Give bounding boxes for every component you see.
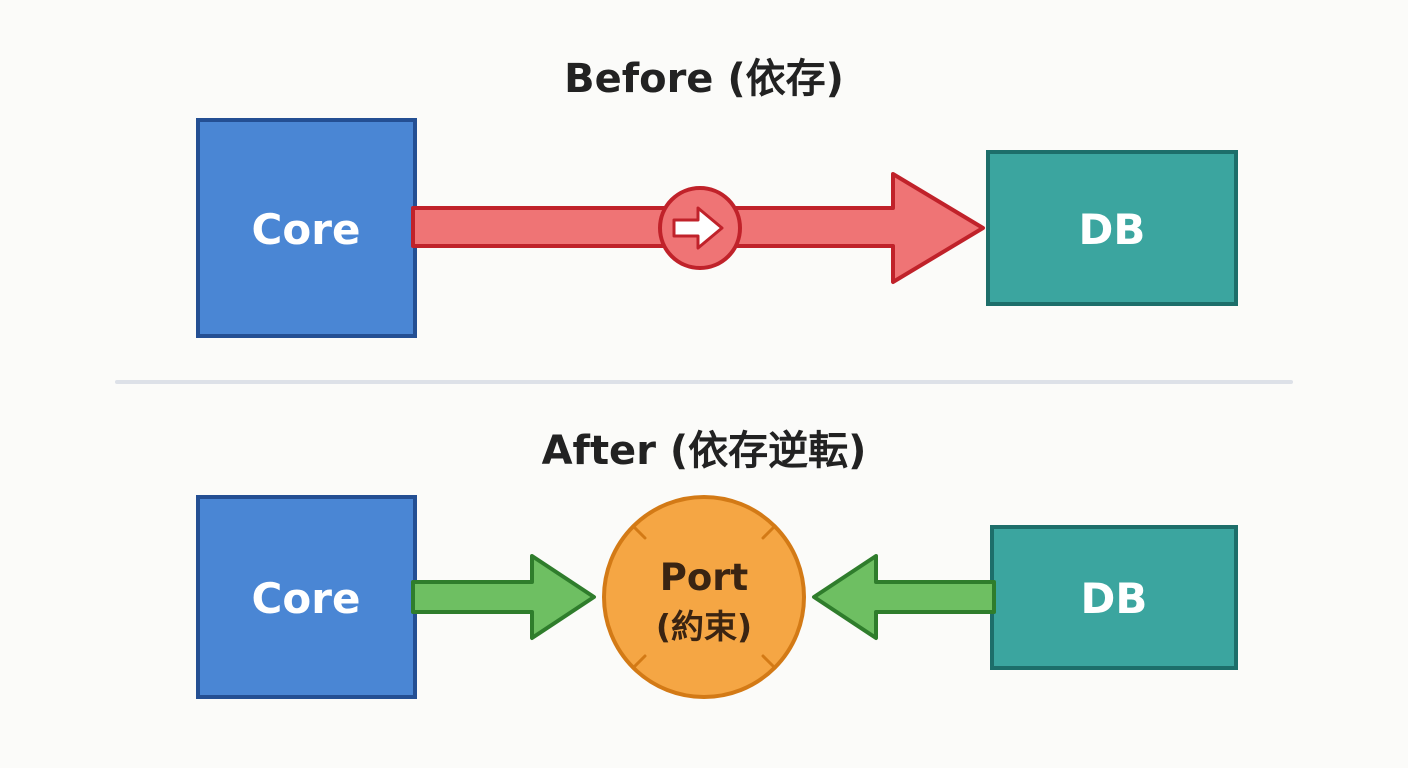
after-core-box: Core <box>196 495 417 699</box>
port-circle: Port (約束) <box>602 495 806 699</box>
section-divider <box>115 380 1293 384</box>
after-title: After (依存逆転) <box>542 428 867 474</box>
after-db-box: DB <box>990 525 1238 670</box>
port-notch <box>761 524 777 540</box>
port-label: Port <box>660 556 748 599</box>
after-core-label: Core <box>252 574 361 623</box>
after-core-rect <box>196 495 417 699</box>
port-sublabel: (約束) <box>656 607 752 646</box>
arrow-right-icon <box>672 206 724 250</box>
after-db-rect <box>990 525 1238 670</box>
before-db-rect <box>986 150 1238 306</box>
core-to-port-arrow <box>411 554 596 640</box>
before-db-label: DB <box>1079 205 1146 254</box>
before-db-box: DB <box>986 150 1238 306</box>
before-title: Before (依存) <box>564 56 844 102</box>
port-notch <box>631 524 647 540</box>
before-core-rect <box>196 118 417 338</box>
port-notch <box>631 654 647 670</box>
before-core-label: Core <box>252 205 361 254</box>
db-to-port-arrow <box>812 554 996 640</box>
dependency-arrow <box>411 172 985 284</box>
port-notch <box>761 654 777 670</box>
before-core-box: Core <box>196 118 417 338</box>
after-db-label: DB <box>1081 574 1148 623</box>
port-circle-shape <box>602 495 806 699</box>
